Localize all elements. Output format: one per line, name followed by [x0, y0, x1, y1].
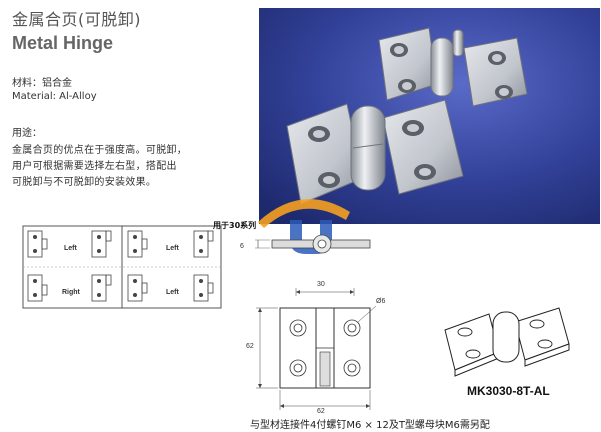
schematic-label-left-1: Left: [64, 245, 77, 252]
dim-hole: Ø6: [376, 298, 386, 305]
technical-drawing: [256, 288, 377, 410]
usage-line-2: 用户可根据需要选择左右型，搭配出: [12, 161, 177, 172]
title-chinese: 金属合页(可脱卸): [12, 10, 141, 29]
side-thickness-dim: 6: [240, 243, 244, 250]
usage-heading: 用途：: [12, 128, 42, 139]
material-chinese: 材料：铝合金: [12, 78, 72, 89]
product-photo: [259, 8, 600, 224]
isometric-drawing: [444, 307, 570, 377]
hinge-lower-photo: [286, 99, 464, 205]
title-english: Metal Hinge: [12, 33, 114, 53]
usage-line-3: 可脱卸与不可脱卸的安装效果。: [12, 177, 157, 188]
side-view-drawing: [255, 234, 371, 254]
hinge-upper-photo: [378, 27, 528, 107]
dim-height: 62: [246, 343, 254, 350]
material-english: Material: Al-Alloy: [12, 91, 97, 102]
model-number: MK3030-8T-AL: [467, 384, 550, 398]
schematic-label-left-3: Left: [166, 289, 179, 296]
schematic-label-right: Right: [62, 289, 80, 296]
dim-bottom: 62: [317, 408, 325, 415]
series-label: 用于30系列: [213, 221, 257, 230]
left-right-schematic: [22, 225, 222, 309]
schematic-label-left-2: Left: [166, 245, 179, 252]
accessory-note: 与型材连接件4付螺钉M6 × 12及T型螺母块M6需另配: [250, 420, 490, 431]
dim-top: 30: [317, 281, 325, 288]
usage-line-1: 金属合页的优点在于强度高。可脱卸，: [12, 145, 188, 156]
